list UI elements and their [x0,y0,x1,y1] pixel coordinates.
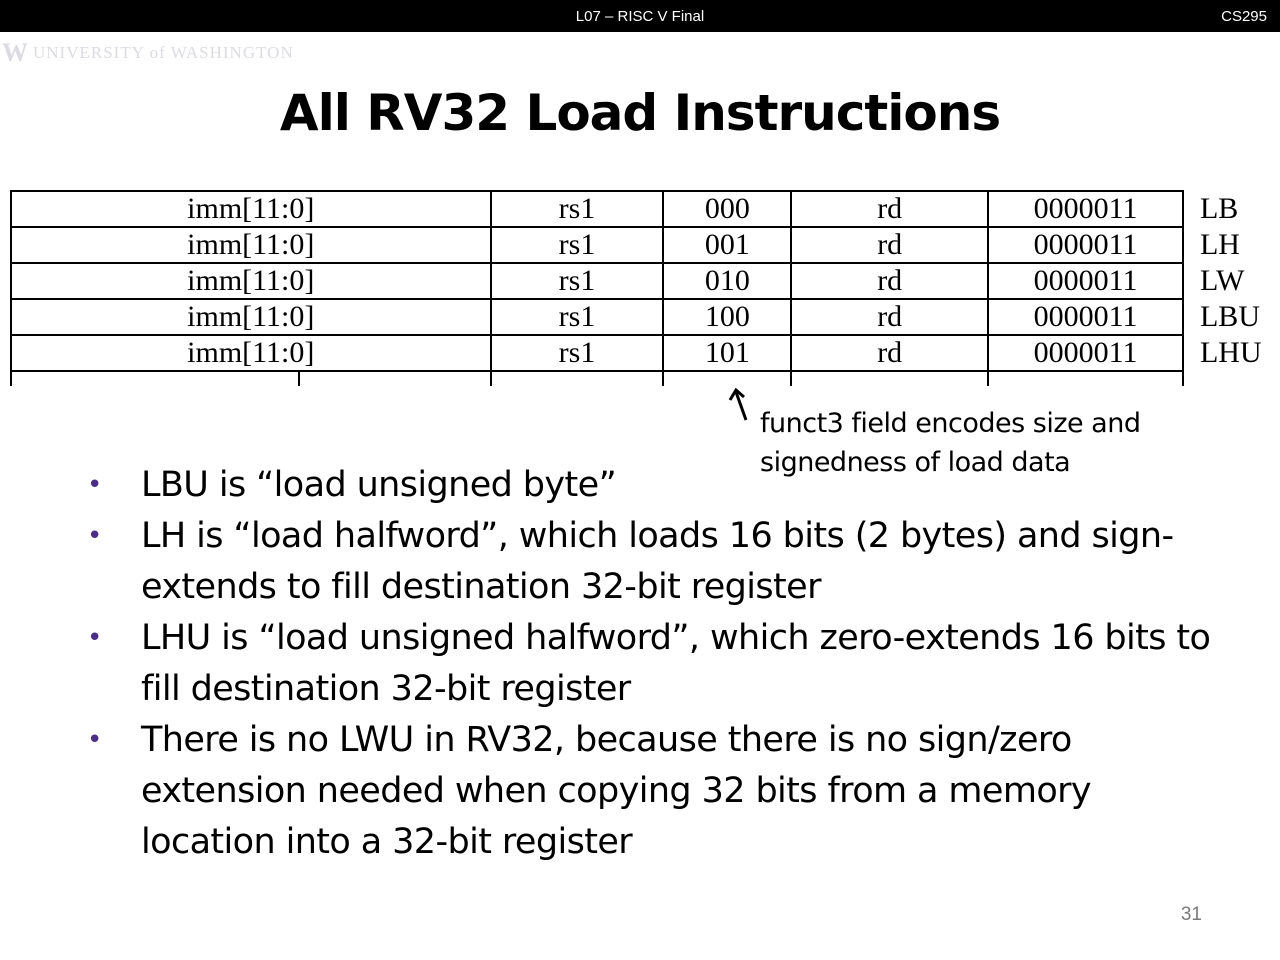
cropped-cell [10,370,492,386]
lecture-title: L07 – RISC V Final [575,8,705,25]
slide-title: All RV32 Load Instructions [279,84,1001,142]
bullet-dot: • [87,725,102,755]
cropped-cell [489,370,665,386]
bullet-dot: • [87,470,102,500]
bullet-item: • LHU is “load unsigned halfword”, which … [85,613,1235,715]
cell-rd: rd [790,298,990,336]
cell-rd: rd [790,226,990,264]
bullet-dot: • [87,521,102,551]
cell-mnemonic: LHU [1199,336,1262,369]
cell-imm: imm[11:0] [10,334,492,372]
course-code: CS295 [1221,8,1267,25]
cell-rs1: rs1 [489,190,665,228]
cell-imm: imm[11:0] [10,190,492,228]
annotation-line-2: signedness of load data [760,447,1071,478]
logo-mark: W [2,38,29,67]
bullet-text: LBU is “load unsigned byte” [141,465,617,505]
slide-header-bar: L07 – RISC V Final CS295 [0,0,1280,32]
bullet-item: • LBU is “load unsigned byte” [85,460,1235,511]
bullet-dot: • [87,623,102,653]
funct3-annotation: funct3 field encodes size and signedness… [760,404,1141,482]
logo-text: UNIVERSITY of WASHINGTON [33,43,294,62]
cell-opcode: 0000011 [987,190,1184,228]
cropped-row [10,370,1279,386]
cell-mnemonic: LB [1199,192,1239,225]
up-arrow-icon [728,387,748,421]
cell-rs1: rs1 [489,334,665,372]
cell-imm: imm[11:0] [10,226,492,264]
bullet-text: LH is “load halfword”, which loads 16 bi… [141,516,1174,607]
cell-imm: imm[11:0] [10,262,492,300]
bullet-item: • LH is “load halfword”, which loads 16 b… [85,511,1235,613]
cell-funct3: 000 [662,190,793,228]
cell-funct3: 010 [662,262,793,300]
cell-opcode: 0000011 [987,262,1184,300]
page-number: 31 [1180,904,1202,925]
bullet-list: • LBU is “load unsigned byte” • LH is “loa… [85,460,1235,868]
cell-opcode: 0000011 [987,334,1184,372]
cell-imm: imm[11:0] [10,298,492,336]
cropped-cell [662,370,793,386]
bullet-item: • There is no LWU in RV32, because there … [85,715,1235,868]
cropped-cell [1183,371,1279,386]
cell-rs1: rs1 [489,298,665,336]
annotation-line-1: funct3 field encodes size and [760,408,1141,439]
cell-rd: rd [790,190,990,228]
cell-funct3: 101 [662,334,793,372]
bullet-text: There is no LWU in RV32, because there i… [141,720,1092,862]
cell-opcode: 0000011 [987,226,1184,264]
cell-mnemonic: LW [1199,264,1245,297]
cell-rs1: rs1 [489,226,665,264]
cell-opcode: 0000011 [987,298,1184,336]
cell-funct3: 001 [662,226,793,264]
cell-mnemonic: LBU [1199,300,1260,333]
bullet-text: LHU is “load unsigned halfword”, which z… [141,618,1211,709]
cell-mnemonic: LH [1199,228,1240,261]
cell-rd: rd [790,262,990,300]
cell-rd: rd [790,334,990,372]
cropped-cell [987,370,1184,386]
cell-funct3: 100 [662,298,793,336]
cropped-cell [790,370,990,386]
cell-rs1: rs1 [489,262,665,300]
